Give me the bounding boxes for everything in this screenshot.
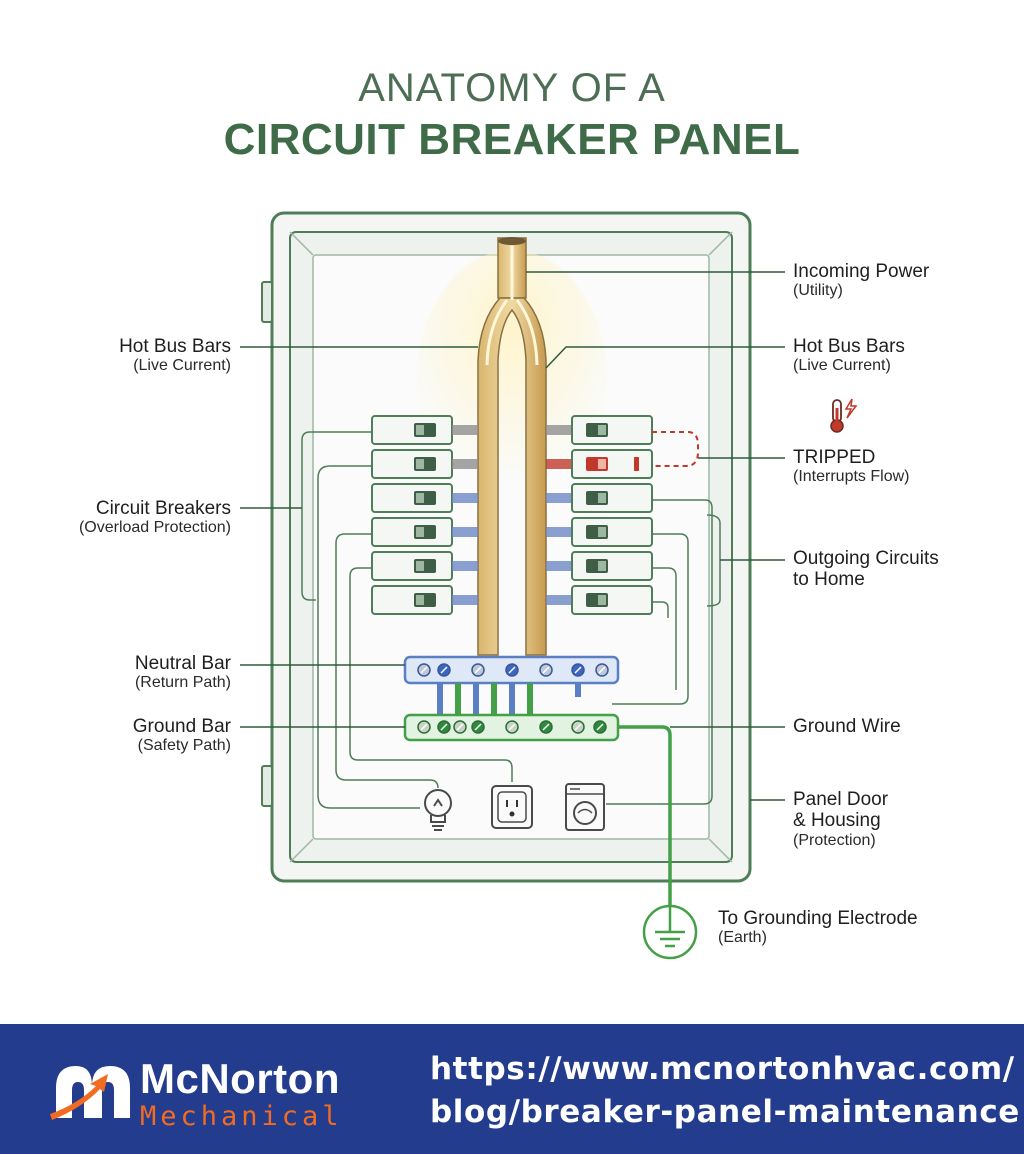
label-hot-bus-left: Hot Bus Bars (Live Current) <box>119 336 231 375</box>
mcnorton-logo-icon <box>50 1066 130 1120</box>
ground-wire <box>618 725 672 912</box>
panel-illustration <box>240 211 858 960</box>
earth-ground-icon <box>642 904 698 960</box>
breaker-right <box>546 415 653 445</box>
washing-machine-icon <box>565 783 605 831</box>
breaker-left <box>371 415 478 445</box>
breaker-left <box>371 449 478 479</box>
breaker-left <box>371 585 478 615</box>
door-hinge-top <box>261 281 273 323</box>
brand-block: McNorton Mechanical <box>140 1055 343 1132</box>
label-outgoing-circuits: Outgoing Circuits to Home <box>793 548 939 591</box>
label-ground-wire: Ground Wire <box>793 716 901 737</box>
label-hot-bus-right: Hot Bus Bars (Live Current) <box>793 336 905 375</box>
breaker-right <box>546 517 653 547</box>
breaker-array <box>371 415 653 615</box>
label-circuit-breakers: Circuit Breakers (Overload Protection) <box>78 498 231 537</box>
label-tripped: TRIPPED (Interrupts Flow) <box>793 447 910 486</box>
breaker-right <box>546 483 653 513</box>
light-bulb-icon <box>424 789 452 831</box>
breaker-right <box>546 551 653 581</box>
breaker-left <box>371 517 478 547</box>
url-line-2[interactable]: blog/breaker-panel-maintenance <box>430 1094 1020 1130</box>
tripped-indicator-line <box>652 431 699 467</box>
brand-subtitle: Mechanical <box>140 1101 343 1132</box>
label-ground-bar: Ground Bar (Safety Path) <box>132 716 231 755</box>
ground-bar <box>403 683 620 742</box>
lightning-icon <box>844 398 858 419</box>
hot-bus-bars <box>477 297 547 656</box>
title-line-2: CIRCUIT BREAKER PANEL <box>223 115 801 164</box>
outlet-icon <box>491 785 533 829</box>
brand-name: McNorton <box>140 1055 340 1102</box>
label-panel-door: Panel Door & Housing (Protection) <box>793 789 889 849</box>
label-neutral-bar: Neutral Bar (Return Path) <box>134 653 231 692</box>
footer-banner: McNorton Mechanical https://www.mcnorton… <box>0 1024 1024 1154</box>
breaker-left <box>371 551 478 581</box>
url-line-1[interactable]: https://www.mcnortonhvac.com/ <box>430 1051 1015 1087</box>
breaker-left <box>371 483 478 513</box>
door-hinge-bottom <box>261 765 273 807</box>
leader-lines <box>240 271 785 801</box>
title-line-1: ANATOMY OF A <box>358 66 666 110</box>
panel-housing <box>261 211 752 883</box>
breaker-right <box>546 585 653 615</box>
label-incoming-power: Incoming Power (Utility) <box>793 261 930 300</box>
circuit-wires <box>317 465 713 809</box>
diagram-canvas: ANATOMY OF A CIRCUIT BREAKER PANEL <box>78 66 939 960</box>
breaker-right-tripped <box>546 449 653 479</box>
bracket-lines <box>301 431 721 607</box>
label-grounding-electrode: To Grounding Electrode (Earth) <box>718 908 918 947</box>
thermometer-icon <box>830 399 844 433</box>
neutral-bar <box>403 655 620 717</box>
incoming-power-cable <box>477 237 547 656</box>
